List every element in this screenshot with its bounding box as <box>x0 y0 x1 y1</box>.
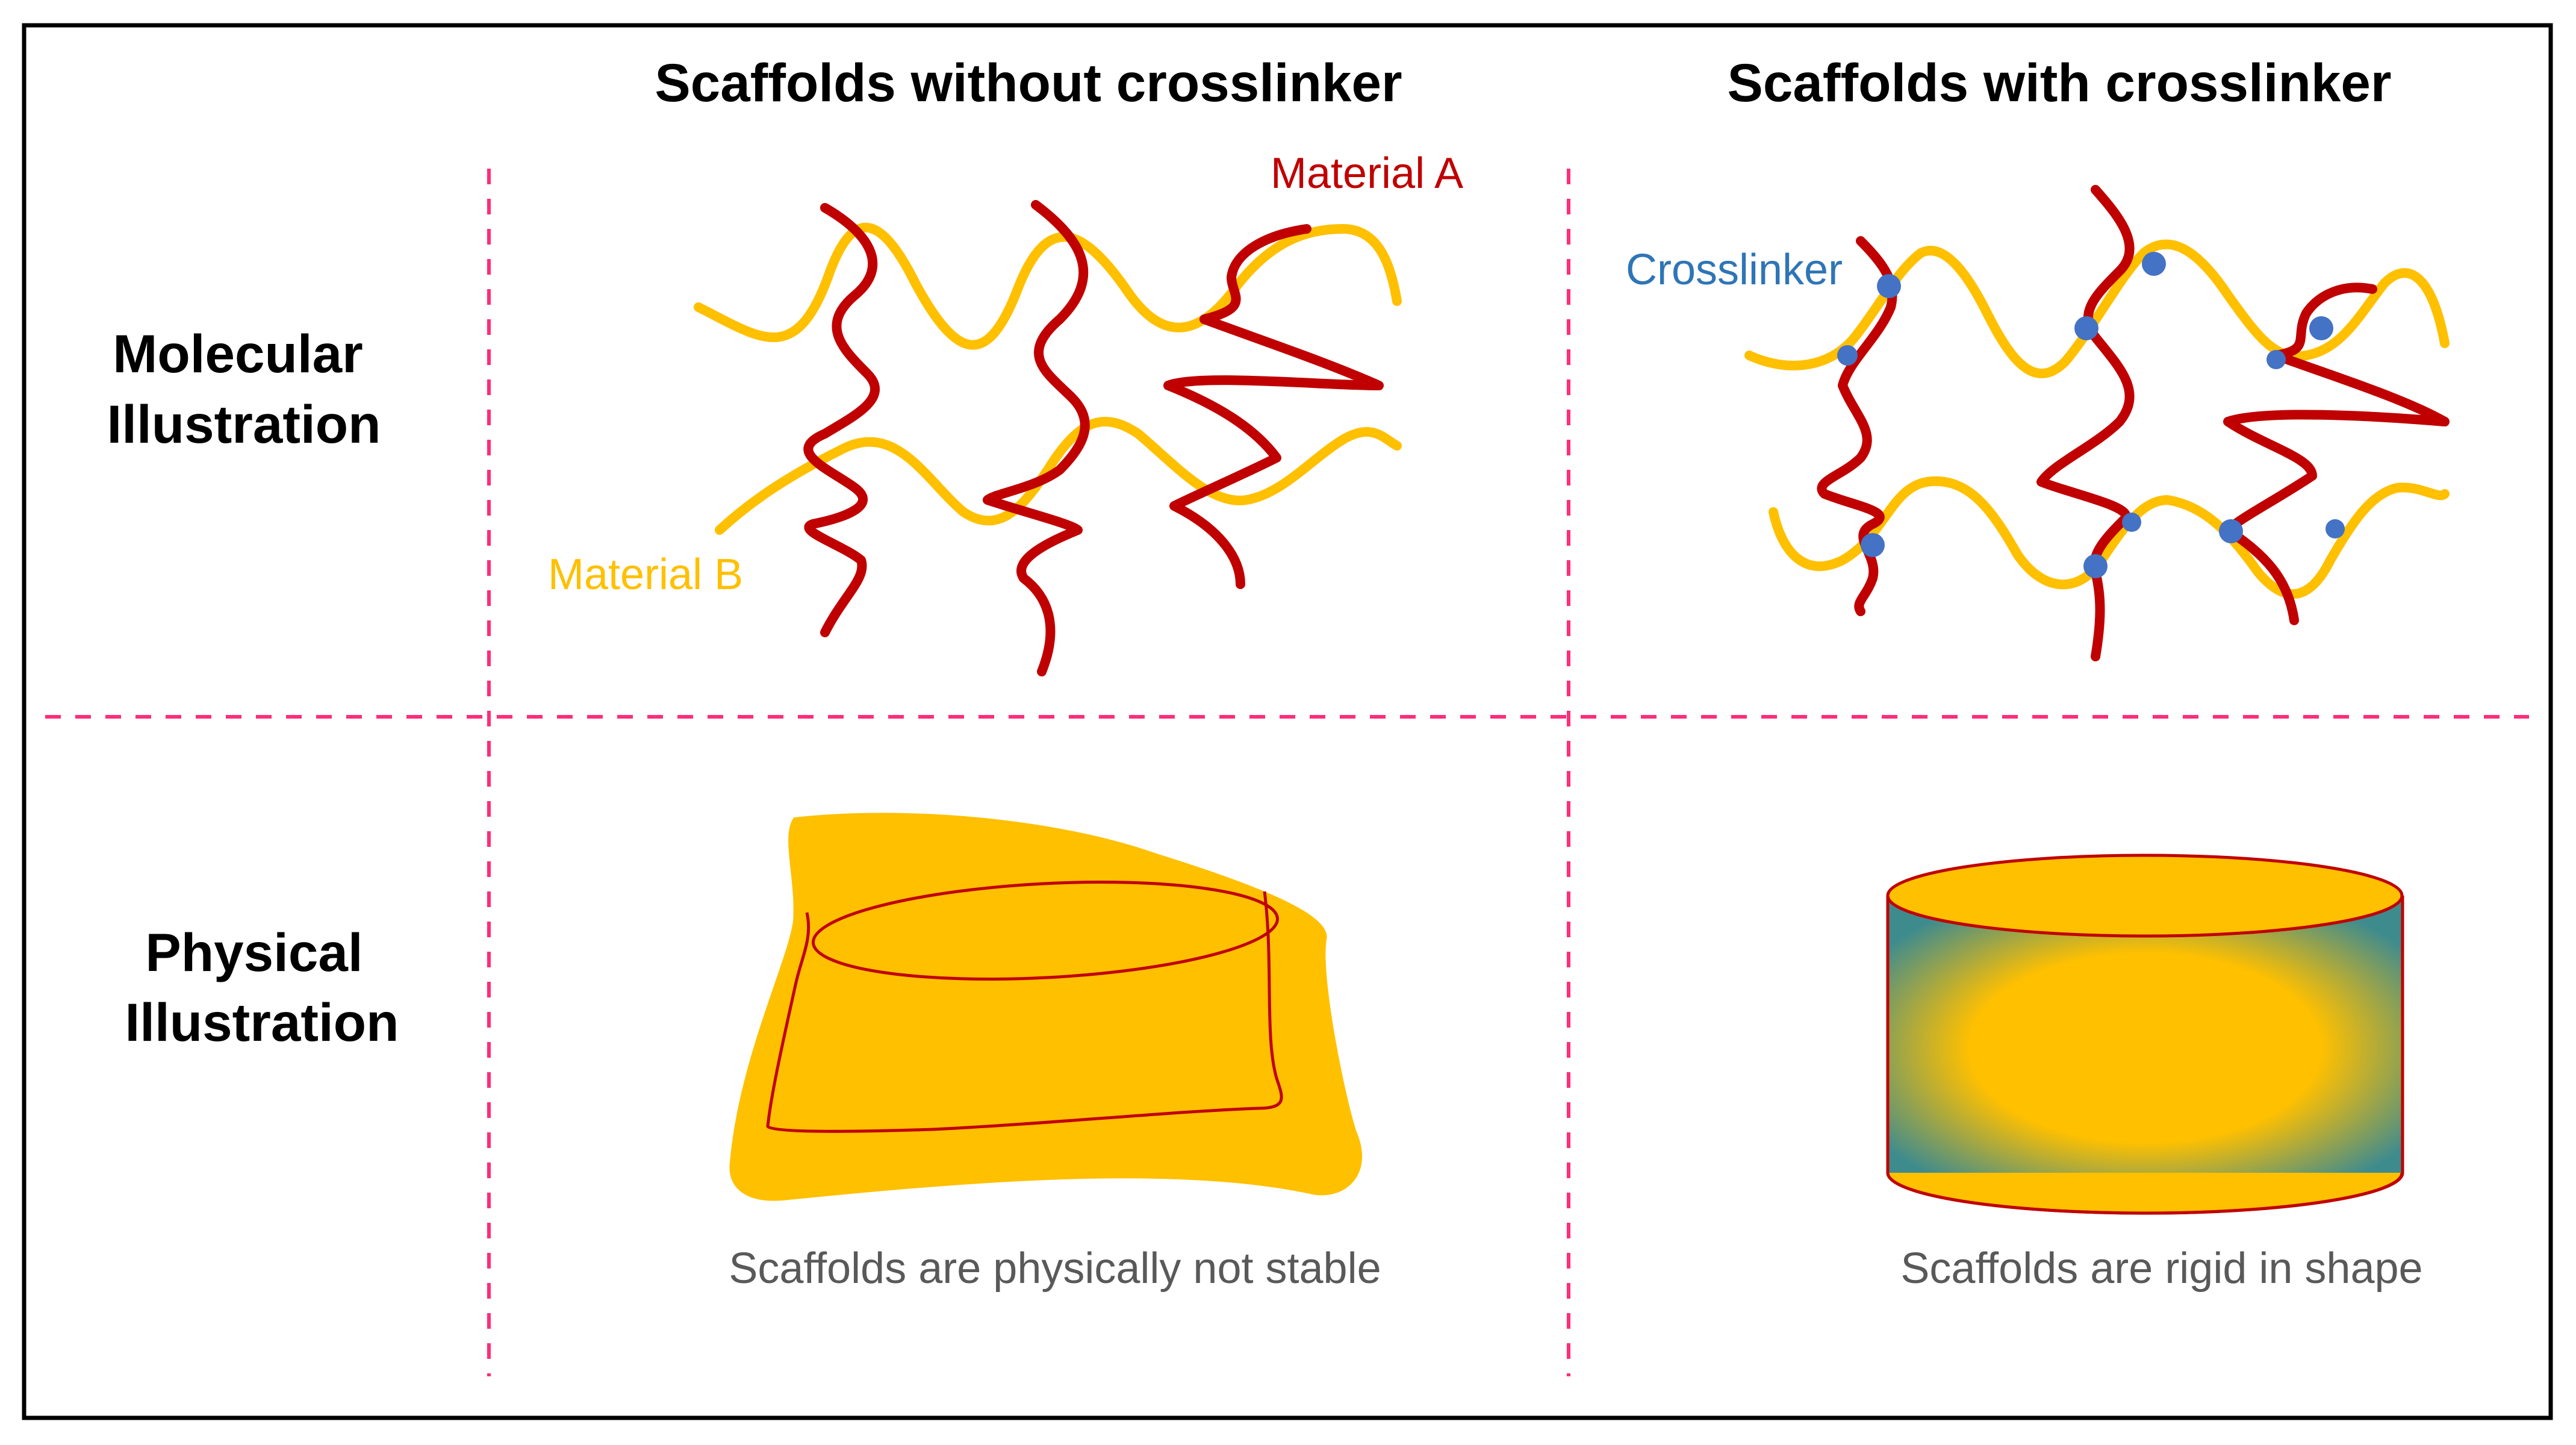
unstable-scaffold-outline <box>766 881 1283 1133</box>
label-material-a: Material A <box>1271 149 1463 198</box>
grid-dividers <box>45 169 2529 1376</box>
molecular-without-crosslinker: Material A Material B <box>548 149 1463 676</box>
molecular-with-crosslinker: Crosslinker <box>1626 185 2450 661</box>
crosslinker-dot <box>2266 350 2286 369</box>
material-b-strand-upper <box>694 222 1402 350</box>
material-a-strands <box>803 200 1384 676</box>
unstable-scaffold-body-outline <box>766 891 1283 1133</box>
crosslinker-points <box>1837 252 2345 578</box>
row-header-molecular-line1: Molecular <box>113 323 362 384</box>
material-b-strands <box>694 222 1402 535</box>
crosslinker-dot <box>2326 519 2345 538</box>
physical-without-crosslinker: Scaffolds are physically not stable <box>729 813 1381 1293</box>
physical-with-crosslinker: Scaffolds are rigid in shape <box>1886 854 2423 1293</box>
unstable-scaffold-blob <box>729 813 1363 1201</box>
rigid-scaffold-bottom-edge <box>1886 1172 2404 1215</box>
crosslinker-dot <box>2142 252 2166 276</box>
rigid-scaffold-side <box>1888 896 2403 1173</box>
material-a-strand-3 <box>1163 224 1384 589</box>
rigid-scaffold-top <box>1886 854 2404 938</box>
row-header-physical-line1: Physical <box>145 922 362 982</box>
header-with-crosslinker: Scaffolds with crosslinker <box>1728 52 2392 113</box>
crosslinker-dot <box>2219 519 2243 543</box>
material-a-strand-1 <box>803 203 880 637</box>
label-crosslinker: Crosslinker <box>1626 246 1843 294</box>
row-header-molecular-line2: Illustration <box>107 394 381 454</box>
crosslinker-dot <box>2074 316 2098 340</box>
crosslinker-dot <box>1837 345 1858 366</box>
crosslinker-dot <box>1861 533 1885 557</box>
caption-without-crosslinker: Scaffolds are physically not stable <box>729 1244 1381 1293</box>
crosslinker-dot <box>1877 274 1901 298</box>
label-material-b: Material B <box>548 551 743 599</box>
unstable-scaffold-top-ellipse <box>812 881 1279 981</box>
header-without-crosslinker: Scaffolds without crosslinker <box>655 52 1402 113</box>
crosslinker-dot <box>2122 513 2141 532</box>
crosslinker-dot <box>2309 316 2333 340</box>
material-b-strand-lower <box>715 417 1402 535</box>
row-header-physical-line2: Illustration <box>125 992 399 1052</box>
crosslinker-dot <box>2083 554 2108 578</box>
material-a-strand-2 <box>983 200 1090 676</box>
caption-with-crosslinker: Scaffolds are rigid in shape <box>1900 1244 2422 1293</box>
